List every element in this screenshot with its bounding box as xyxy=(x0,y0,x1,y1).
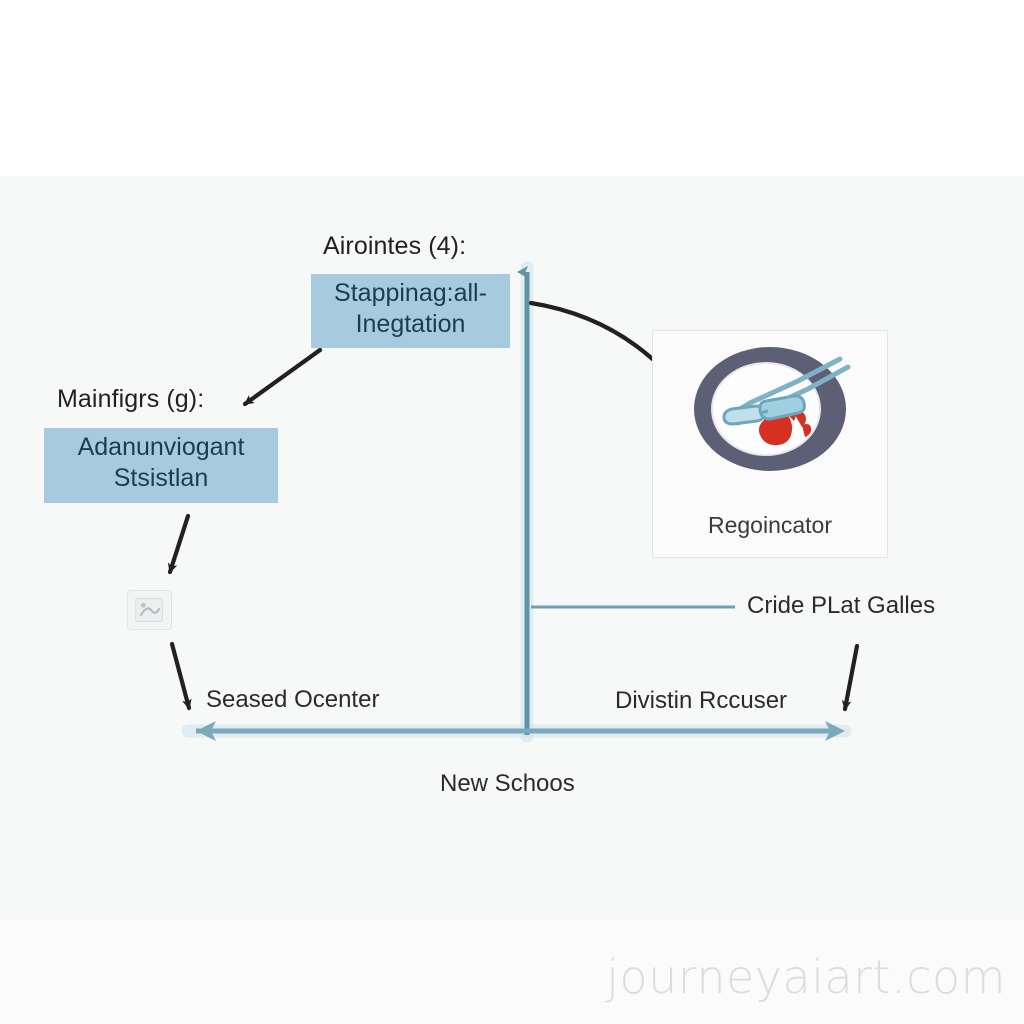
arrow-to-mini-icon xyxy=(167,513,191,575)
canvas-top-band xyxy=(0,0,1024,176)
annotation-left-highlight-line2: Stsistlan xyxy=(113,463,209,492)
regoincator-card-caption: Regoincator xyxy=(707,512,833,538)
arrow-to-left-heading xyxy=(242,347,323,407)
glasses-hand-logo xyxy=(694,347,851,471)
left-axis-label: Seased Ocenter xyxy=(206,686,380,713)
annotation-top-highlight-line2: Inegtation xyxy=(355,309,466,338)
small-document-icon-glyph xyxy=(135,598,163,622)
annotation-left-highlight-line1: Adanunviogant xyxy=(77,433,245,461)
glasses-shape xyxy=(722,356,851,426)
annotation-left-highlight: Adanunviogant Stsistlan xyxy=(44,428,278,503)
annotation-top-highlight-line1: Stappinag:all- xyxy=(334,279,487,307)
regoincator-card[interactable]: Regoincator xyxy=(652,330,888,558)
small-document-icon xyxy=(127,590,172,630)
annotation-top-highlight: Stappinag:all- Inegtation xyxy=(311,274,510,348)
arrow-to-right-axis-label xyxy=(841,643,860,712)
annotation-left-heading: Mainfigrs (g): xyxy=(57,385,205,413)
arrow-to-card xyxy=(528,300,669,375)
arrow-to-left-axis-label xyxy=(169,641,192,711)
right-axis-label: Divistin Rccuser xyxy=(615,687,788,714)
canvas-bottom-band xyxy=(0,920,1024,1024)
annotation-top-heading: Airointes (4): xyxy=(323,232,467,260)
mid-right-label: Cride PLat Galles xyxy=(747,592,936,619)
watermark: journeyaiart.com xyxy=(606,950,1006,1004)
x-axis-label: New Schoos xyxy=(440,770,575,797)
